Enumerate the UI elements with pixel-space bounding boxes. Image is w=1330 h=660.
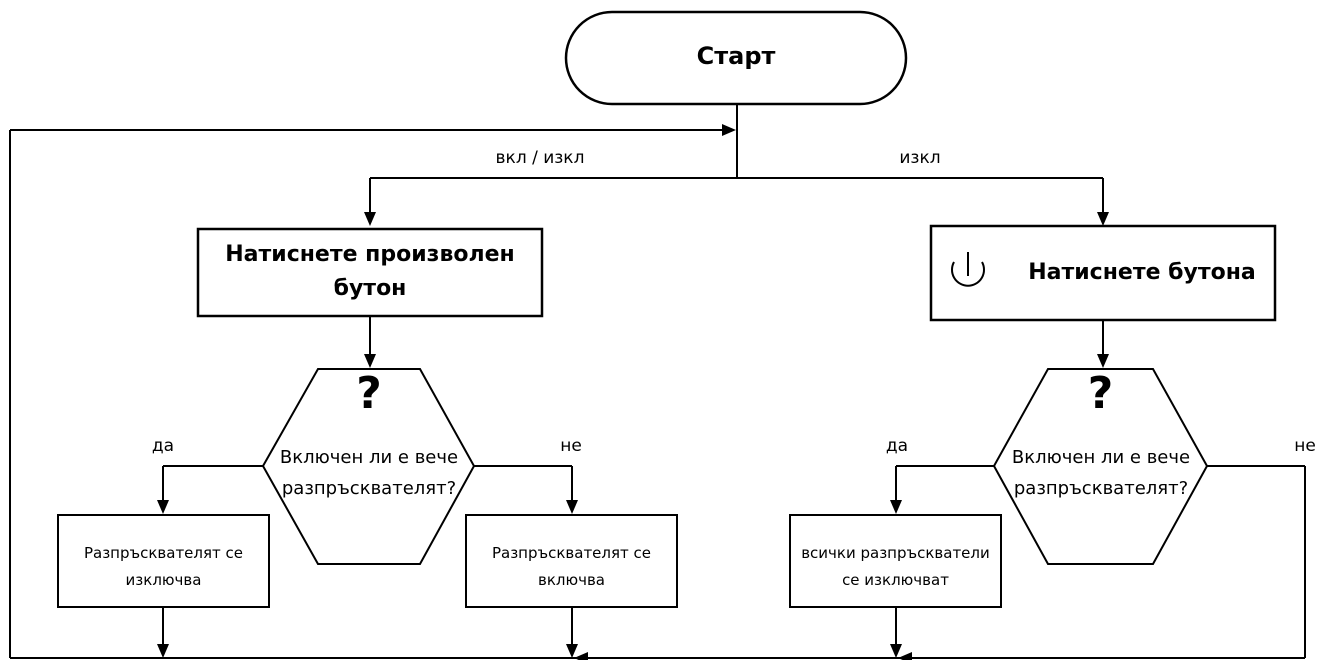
left-decision-mark: ? bbox=[356, 368, 382, 419]
edge-label-left-yes: да bbox=[151, 436, 175, 456]
power-icon bbox=[951, 252, 985, 287]
result-turns-off-box bbox=[57, 514, 270, 608]
result-turns-on-line2: включва bbox=[537, 571, 605, 589]
press-any-button-label: Натиснете произволен бутон bbox=[225, 242, 515, 301]
right-decision-line1: Включен ли е вече bbox=[1011, 447, 1191, 468]
press-any-button-box bbox=[196, 227, 544, 318]
right-decision-line2: разпръсквателят? bbox=[1013, 478, 1189, 499]
edge-label-left-no: не bbox=[560, 436, 582, 456]
edge-label-right-yes: да bbox=[885, 436, 909, 456]
edge-label-on-off: вкл / изкл bbox=[495, 148, 585, 168]
edge-label-right-no: не bbox=[1294, 436, 1316, 456]
result-all-off-box bbox=[789, 514, 1002, 608]
result-turns-off-line1: Разпръсквателят се bbox=[83, 544, 244, 562]
left-decision-line1: Включен ли е вече bbox=[279, 447, 459, 468]
start-label: Старт bbox=[696, 42, 776, 70]
edge-label-off: изкл bbox=[899, 148, 941, 168]
right-decision-mark: ? bbox=[1087, 368, 1114, 419]
result-turns-off-line2: изключва bbox=[125, 571, 202, 589]
result-all-off-line1: всички разпръскватели bbox=[801, 544, 990, 562]
left-decision-line2: разпръсквателят? bbox=[281, 478, 457, 499]
press-power-button-label: Натиснете бутона bbox=[1028, 260, 1256, 285]
result-turns-on-box bbox=[465, 514, 678, 608]
result-turns-on-line1: Разпръсквателят се bbox=[491, 544, 652, 562]
result-all-off-line2: се изключват bbox=[842, 571, 949, 589]
